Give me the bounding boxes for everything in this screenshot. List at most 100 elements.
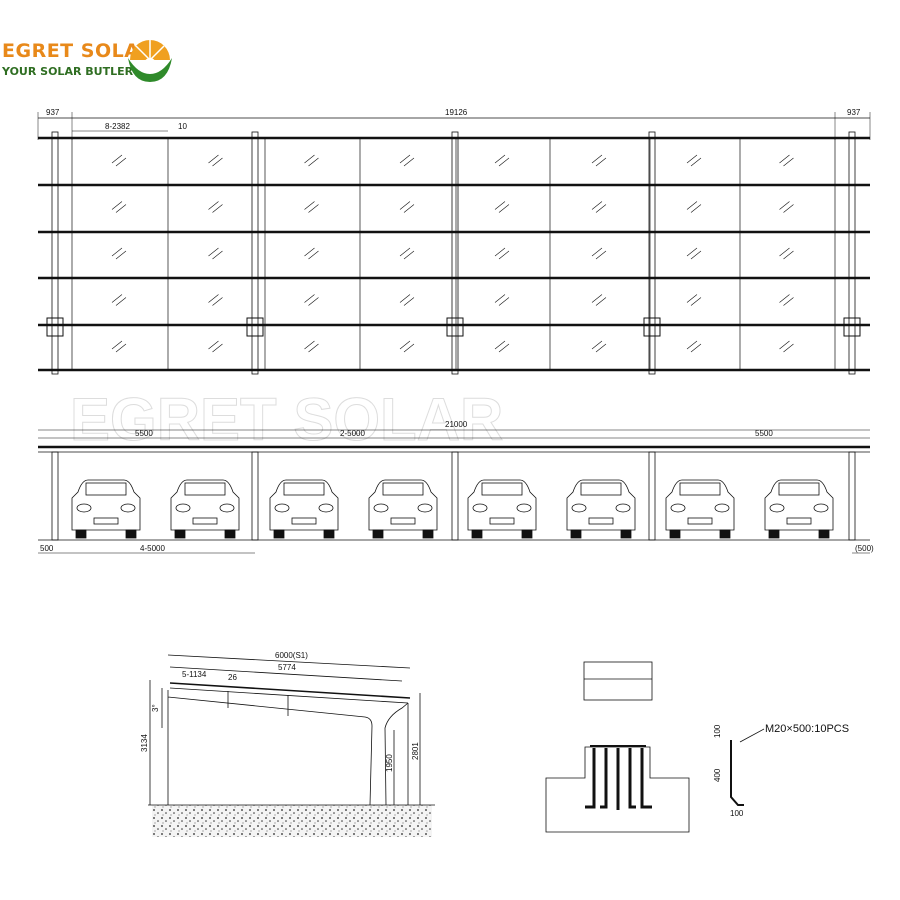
glass-reflection-icon	[591, 247, 607, 260]
logo-name: EGRET SOLAR	[2, 40, 155, 62]
glass-reflection-icon	[304, 247, 319, 260]
glass-reflection-icon	[494, 340, 510, 353]
car-wheel	[224, 529, 236, 539]
rafter-beam	[648, 131, 656, 375]
dim-left-overhang: 937	[46, 108, 60, 117]
car-body	[269, 479, 339, 531]
glass-reflection-icon	[686, 340, 702, 353]
glass-reflection-icon	[208, 201, 223, 213]
car-body	[764, 479, 834, 531]
car-headlight	[274, 503, 290, 513]
car-wheel	[669, 529, 681, 539]
rafter-beam	[51, 131, 59, 375]
column-base-icon	[643, 317, 661, 337]
car-wheel	[620, 529, 632, 539]
car-windshield	[184, 482, 226, 496]
glass-reflection-icon	[111, 247, 127, 260]
logo-tagline: YOUR SOLAR BUTLER	[2, 65, 134, 78]
foundation-detail: M20×500:10PCS 100 400 100	[545, 661, 849, 833]
car-body	[566, 479, 636, 531]
dim-column-height: 1950	[385, 754, 394, 772]
dim-purlins: 5-1134	[182, 670, 207, 679]
car-plate	[687, 517, 713, 525]
glass-reflection-icon	[779, 201, 794, 213]
car-wheel	[422, 529, 434, 539]
dim-low-height: 2801	[411, 742, 420, 760]
car-icon	[71, 479, 141, 539]
car-headlight	[219, 503, 235, 513]
car-icon	[467, 479, 537, 539]
car-body	[665, 479, 735, 531]
glass-reflection-icon	[779, 294, 794, 306]
column	[451, 451, 459, 541]
glass-reflection-icon	[686, 294, 702, 306]
car-wheel	[768, 529, 780, 539]
dim-total-width: 19126	[445, 108, 468, 117]
glass-reflection-icon	[591, 294, 607, 306]
plan-dimensions: 937 19126 8-2382 10 937	[37, 108, 871, 140]
glass-reflection-icon	[208, 247, 223, 260]
car-plate	[192, 517, 218, 525]
car-windshield	[481, 482, 523, 496]
car-body	[170, 479, 240, 531]
car-wheel	[471, 529, 483, 539]
column-base-icon	[46, 317, 64, 337]
dim-high-height: 3134	[140, 734, 149, 752]
car-plate	[489, 517, 515, 525]
car-icon	[368, 479, 438, 539]
car-plate	[291, 517, 317, 525]
glass-reflection-icon	[494, 154, 510, 167]
car-headlight	[472, 503, 488, 513]
car-wheel	[323, 529, 335, 539]
car-headlight	[417, 503, 433, 513]
glass-reflection-icon	[304, 294, 319, 306]
car-windshield	[778, 482, 820, 496]
car-body	[467, 479, 537, 531]
car-headlight	[670, 503, 686, 513]
glass-reflection-icon	[399, 154, 415, 167]
glass-reflection-icon	[399, 340, 415, 353]
car-headlight	[318, 503, 334, 513]
elevation-dimensions: 21000 5500 2-5000 5500 500 4-5000 (500)	[38, 420, 874, 554]
car-windshield	[283, 482, 325, 496]
car-body	[368, 479, 438, 531]
glass-reflection-icon	[111, 154, 127, 167]
car-icon	[269, 479, 339, 539]
car-wheel	[818, 529, 830, 539]
dim-rafter-length: 6000(S1)	[275, 651, 308, 660]
base-plate-plan	[583, 661, 653, 701]
car-icon	[566, 479, 636, 539]
car-wheel	[174, 529, 186, 539]
car-wheel	[570, 529, 582, 539]
car-headlight	[813, 503, 829, 513]
car-headlight	[571, 503, 587, 513]
front-elevation	[38, 445, 870, 541]
column-base-icon	[843, 317, 861, 337]
dim-middle-bays: 2-5000	[340, 429, 365, 438]
dim-total-length: 21000	[445, 420, 468, 429]
car-plate	[93, 517, 119, 525]
glass-reflection-icon	[591, 340, 607, 353]
dim-bolt-top: 100	[713, 724, 722, 738]
glass-reflection-icon	[208, 340, 223, 353]
glass-reflection-icon	[399, 201, 415, 213]
glass-reflection-icon	[399, 247, 415, 260]
column	[848, 451, 856, 541]
dim-gap: 10	[178, 122, 187, 131]
car-plate	[390, 517, 416, 525]
car-wheel	[521, 529, 533, 539]
car-headlight	[175, 503, 191, 513]
glass-reflection-icon	[779, 154, 794, 167]
ground-gravel	[152, 805, 432, 837]
car-headlight	[373, 503, 389, 513]
column	[51, 451, 59, 541]
glass-reflection-icon	[779, 247, 794, 260]
car-wheel	[75, 529, 87, 539]
car-icon	[665, 479, 735, 539]
sun-leaf-logo-icon	[128, 40, 172, 82]
dim-bolt-embed: 400	[713, 768, 722, 782]
dim-column-spacing: 4-5000	[140, 544, 165, 553]
car-plate	[786, 517, 812, 525]
dim-left-bay: 5500	[135, 429, 153, 438]
